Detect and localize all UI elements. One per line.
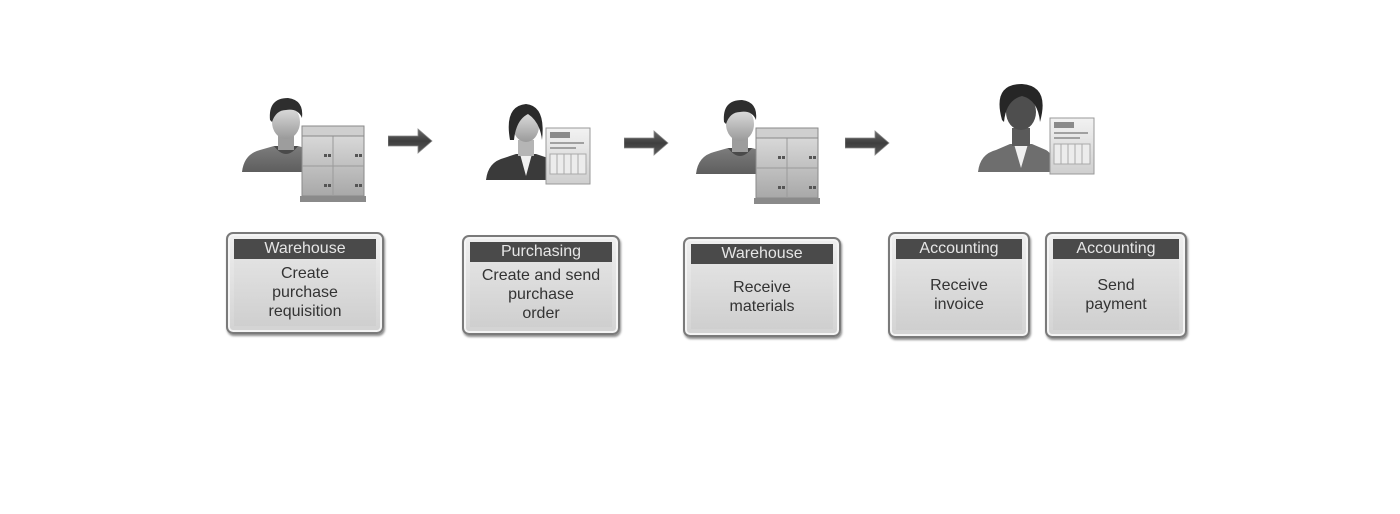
- department-label: Accounting: [896, 239, 1022, 259]
- department-label: Purchasing: [470, 242, 612, 262]
- department-label: Accounting: [1053, 239, 1179, 259]
- accountant-with-invoice-icon: [978, 84, 1095, 175]
- arrow-right-icon: [624, 130, 669, 156]
- purchaser-with-purchase-order-icon: [486, 104, 591, 185]
- department-label: Warehouse: [691, 244, 833, 264]
- arrow-right-icon: [388, 128, 433, 154]
- warehouse-worker-with-boxes-icon: [242, 98, 367, 203]
- arrow-right-icon: [845, 130, 890, 156]
- warehouse-worker-with-boxes-icon: [696, 100, 821, 205]
- department-label: Warehouse: [234, 239, 376, 259]
